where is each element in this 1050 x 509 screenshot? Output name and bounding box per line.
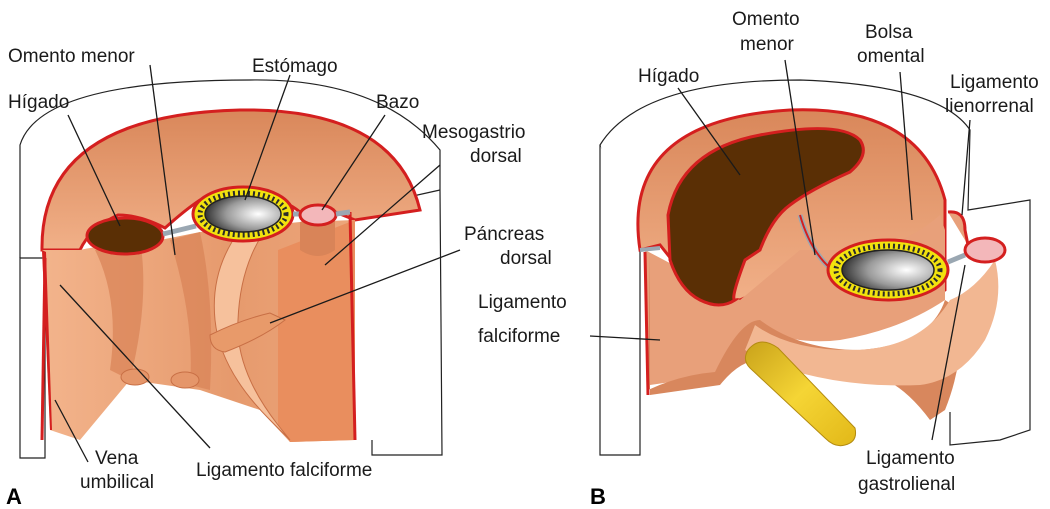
label-lienorrenal-b-2: lienorrenal <box>945 96 1034 117</box>
label-bazo-a: Bazo <box>376 92 419 113</box>
label-pancreas-a-2: dorsal <box>500 248 552 269</box>
label-higado-b: Hígado <box>638 66 699 87</box>
panel-letter-a: A <box>6 484 22 509</box>
stomach-a <box>205 196 281 232</box>
label-bolsa-b-2: omental <box>857 46 925 67</box>
label-omento-b-2: menor <box>740 34 795 55</box>
label-pancreas-a-1: Páncreas <box>464 224 544 245</box>
label-bolsa-b-1: Bolsa <box>865 22 913 43</box>
label-higado-a: Hígado <box>8 92 69 113</box>
liver-a <box>87 218 163 254</box>
label-gastrolienal-b-1: Ligamento <box>866 448 955 469</box>
panel-letter-b: B <box>590 484 606 509</box>
label-gastrolienal-b-2: gastrolienal <box>858 474 955 495</box>
spleen-b <box>965 238 1005 262</box>
label-vena-a-2: umbilical <box>80 472 154 493</box>
panel-b-drawing <box>600 80 1030 455</box>
label-mesogastrio-a-1: Mesogastrio <box>422 122 526 143</box>
label-omento-menor-a: Omento menor <box>8 46 135 67</box>
spleen-a <box>300 205 336 225</box>
panel-a-drawing <box>20 80 442 458</box>
label-vena-a-1: Vena <box>95 448 139 469</box>
label-falciforme-b-1: Ligamento <box>478 292 567 313</box>
label-ligamento-falciforme-a: Ligamento falciforme <box>196 460 372 481</box>
label-lienorrenal-b-1: Ligamento <box>950 72 1039 93</box>
stomach-b <box>842 250 934 290</box>
label-estomago-a: Estómago <box>252 56 338 77</box>
label-falciforme-b-2: falciforme <box>478 326 560 347</box>
label-omento-b-1: Omento <box>732 9 800 30</box>
label-mesogastrio-a-2: dorsal <box>470 146 522 167</box>
